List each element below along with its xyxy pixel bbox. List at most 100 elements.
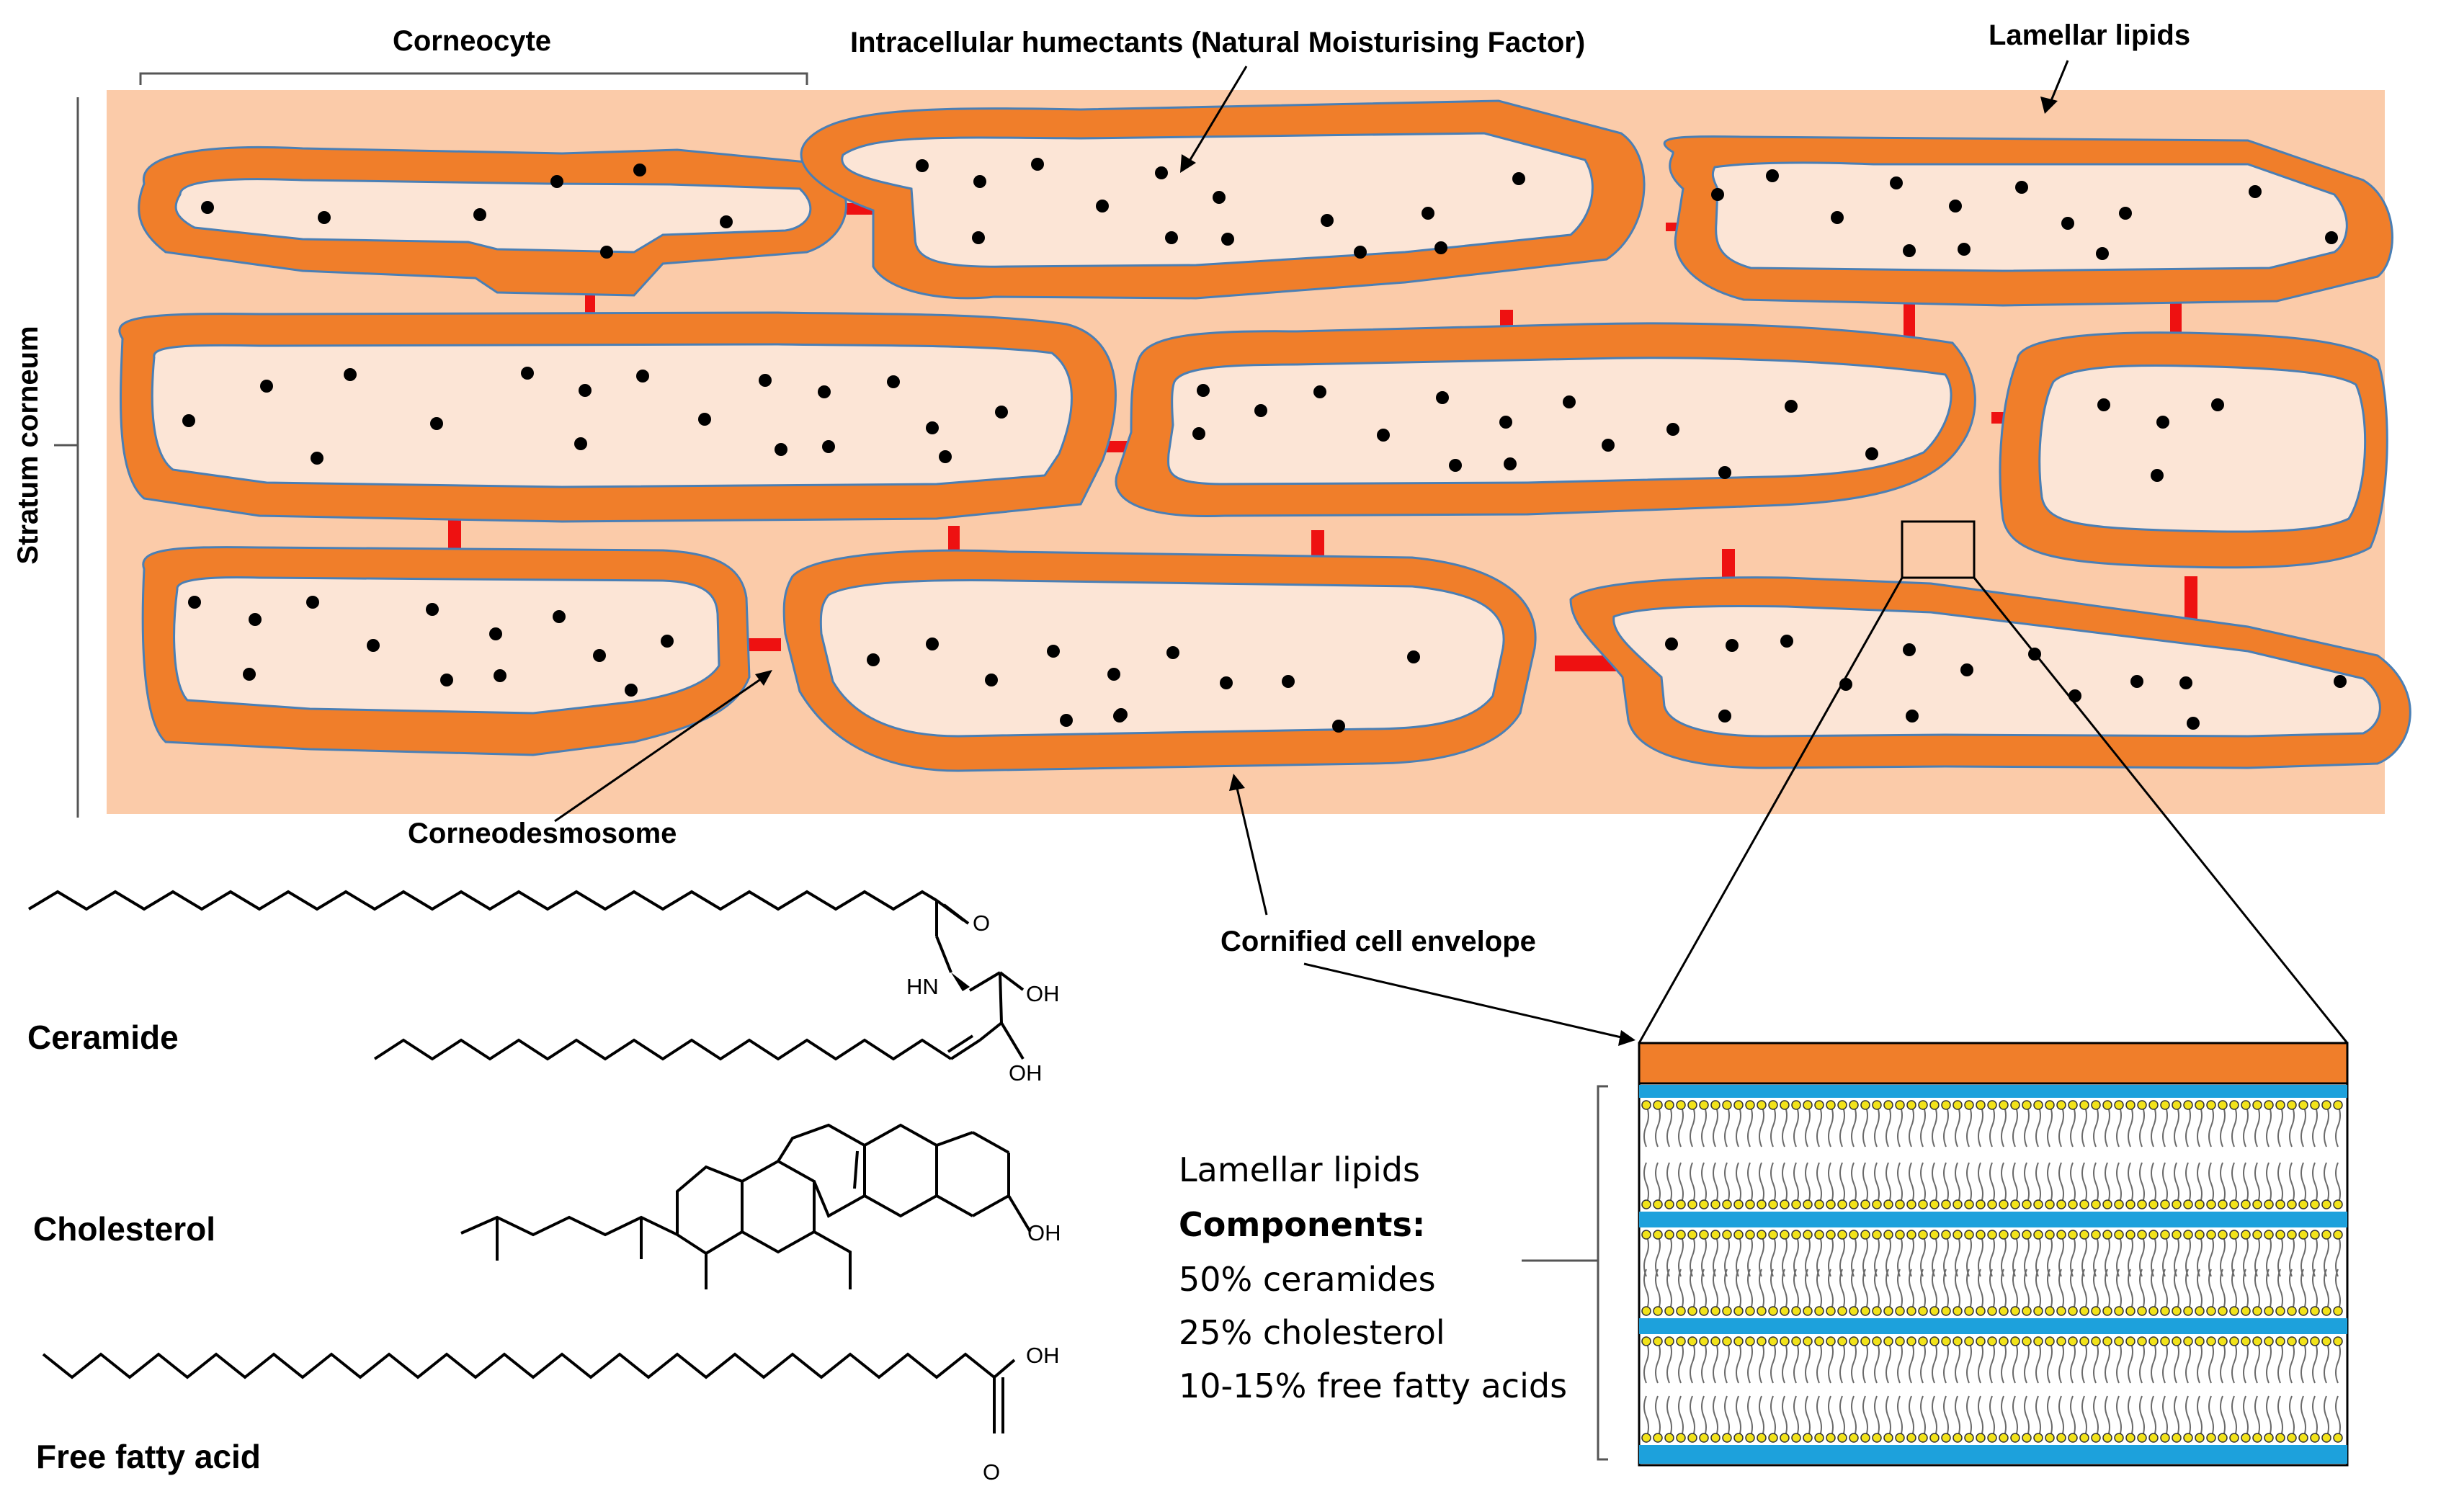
lipid-tail [1816,1341,1822,1384]
lipid-tail [1770,1104,1776,1148]
lipid-head-group [1699,1100,1709,1110]
lipid-head-group [2010,1336,2020,1346]
lipid-tail [2116,1162,2122,1205]
lipid-tail [1943,1162,1949,1205]
lipid-head-group [1653,1336,1663,1346]
lipid-head-group [1733,1336,1744,1346]
lipid-tail [1897,1341,1903,1384]
lipid-head-group [1849,1100,1859,1110]
lipid-head-group [1722,1230,1732,1240]
lipid-tail [2162,1104,2168,1148]
lipid-tail [1885,1104,1891,1148]
lipid-head-group [1710,1306,1721,1316]
lipid-tail [2289,1234,2295,1277]
humectants-label: Intracellular humectants (Natural Moistu… [850,27,1585,58]
lipid-tail [2116,1104,2122,1148]
lipid-head-group [2137,1199,2147,1209]
lipid-tail [1736,1162,1741,1205]
lipid-tail [1862,1395,1868,1439]
lipid-tail [1655,1395,1661,1439]
lipid-head-group [2287,1433,2297,1443]
lipid-tail [2024,1104,2030,1148]
lipid-tail [2105,1104,2110,1148]
lipid-head-group [2068,1199,2078,1209]
lipid-head-group [1699,1199,1709,1209]
lipid-head-group [2045,1433,2055,1443]
lipid-tail [2220,1341,2226,1384]
lipid-tail [2024,1269,2030,1312]
lipid-tail [1690,1395,1695,1439]
lipid-tail [1828,1269,1834,1312]
lipid-head-group [2241,1230,2251,1240]
lipid-tail [2231,1104,2237,1148]
lipid-tail [2277,1269,2283,1312]
lipid-tail [1909,1395,1914,1439]
lipid-head-group [1872,1433,1882,1443]
lipid-head-group [2298,1100,2308,1110]
lipid-head-group [2022,1336,2032,1346]
lipid-head-group [1791,1100,1801,1110]
lipid-tail [1943,1341,1949,1384]
lipid-head-group [1641,1230,1651,1240]
lipid-head-group [2195,1230,2205,1240]
lipid-tail [2128,1269,2133,1312]
lipid-head-group [2056,1336,2066,1346]
lipid-tail [1978,1104,1983,1148]
lipid-head-group [1883,1306,1893,1316]
lipid-head-group [1768,1199,1778,1209]
lipid-tail [2151,1341,2156,1384]
lipid-tail [2243,1341,2249,1384]
lipid-head-group [2068,1306,2078,1316]
lipid-tail [2070,1395,2076,1439]
lipid-head-group [1953,1306,1963,1316]
lipid-head-group [1676,1230,1686,1240]
lipid-tail [1955,1395,1960,1439]
lipid-tail [2335,1162,2341,1205]
lipid-tail [1747,1162,1753,1205]
corneodesmosome [1904,303,1915,339]
lipid-tail [2335,1395,2341,1439]
lipid-head-group [2068,1230,2078,1240]
corneodesmosome [2184,576,2197,625]
lipid-head-group [2206,1433,2216,1443]
lipid-tail [2128,1162,2133,1205]
ceramide-wedge [951,972,970,991]
lipid-tail [1666,1395,1672,1439]
lipid-tail [1816,1162,1822,1205]
lipid-tail [1943,1234,1949,1277]
lipid-head-group [2183,1306,2193,1316]
lipid-tail [2001,1234,2007,1277]
lipid-tail [2070,1104,2076,1148]
lipid-tail [2174,1269,2179,1312]
lipid-head-group [1976,1199,1986,1209]
lipid-tail [1920,1341,1926,1384]
lipid-head-group [1641,1433,1651,1443]
lipid-head-group [2056,1433,2066,1443]
lipid-head-group [2172,1306,2182,1316]
lipid-head-group [2206,1199,2216,1209]
lipid-tail [1666,1269,1672,1312]
lipid-tail [1885,1395,1891,1439]
lipid-tail [2243,1395,2249,1439]
lipid-head-group [1757,1230,1767,1240]
lipid-tail [2070,1162,2076,1205]
panel-envelope-bar [1638,1042,2349,1085]
corneodesmosome [948,526,960,552]
lipid-tail [2174,1341,2179,1384]
lipid-tail [1770,1269,1776,1312]
ceramide-label: Ceramide [27,1019,179,1056]
lipid-tail [1770,1234,1776,1277]
lipid-head-group [1710,1100,1721,1110]
lipid-head-group [2264,1230,2274,1240]
lipid-tail [2151,1104,2156,1148]
lipid-head-group [2333,1306,2343,1316]
lipid-head-group [2195,1199,2205,1209]
lipid-tail [2197,1395,2203,1439]
lipid-head-group [2102,1199,2112,1209]
lipid-tail [2174,1395,2179,1439]
lipid-tail [2266,1162,2272,1205]
lipid-tail [2208,1269,2214,1312]
lipid-head-group [1710,1336,1721,1346]
lipid-head-group [2229,1230,2239,1240]
lipid-head-group [1687,1199,1697,1209]
